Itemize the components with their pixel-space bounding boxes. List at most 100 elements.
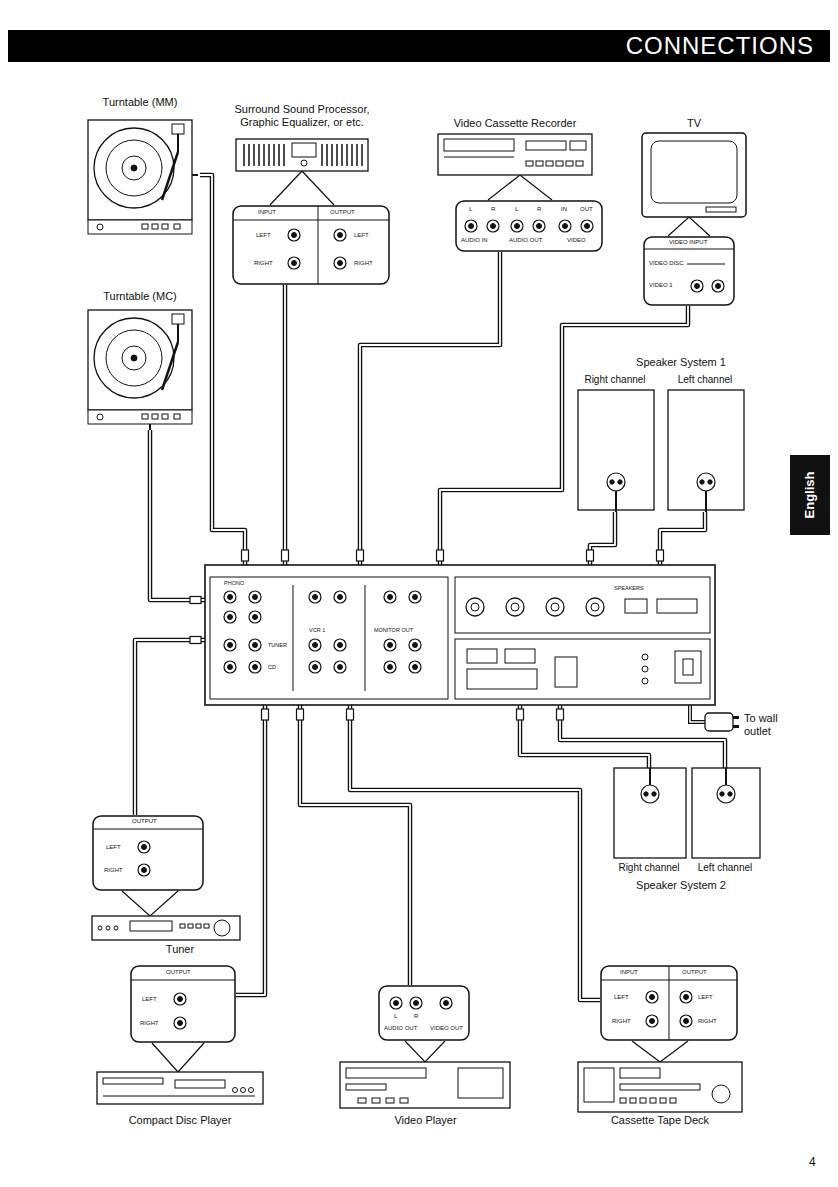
jack-label: VIDEO INPUT bbox=[669, 239, 707, 246]
device-label: Video Player bbox=[338, 1114, 513, 1127]
drawing-group bbox=[379, 986, 469, 1040]
rca-jack bbox=[533, 220, 545, 232]
device-label: Left channel bbox=[665, 374, 745, 386]
control-button bbox=[106, 926, 110, 930]
drawing-group bbox=[578, 390, 654, 512]
rca-jack bbox=[334, 661, 346, 673]
rca-jack bbox=[249, 661, 261, 673]
audio-cable bbox=[440, 306, 688, 565]
panel-outline bbox=[456, 201, 602, 251]
turntable-mc: Turntable (MC) bbox=[82, 290, 200, 430]
jack-label: PHONO bbox=[223, 580, 245, 586]
speaker-switch bbox=[625, 599, 647, 613]
jack-label: R bbox=[537, 206, 541, 213]
panel-divider bbox=[318, 206, 319, 284]
rca-jack bbox=[390, 997, 402, 1009]
control-button bbox=[372, 1098, 380, 1103]
jack-pin bbox=[413, 665, 418, 670]
jack-pin bbox=[313, 665, 318, 670]
drawing-group bbox=[692, 768, 760, 858]
terminal-post bbox=[728, 792, 732, 796]
cable-group bbox=[297, 705, 411, 985]
jack-pin bbox=[650, 1019, 655, 1024]
drawing-group bbox=[233, 206, 389, 284]
rca-jack bbox=[680, 1015, 692, 1027]
jack-pin bbox=[142, 845, 147, 850]
rca-jack bbox=[174, 1017, 186, 1029]
cable-stub bbox=[149, 424, 151, 430]
preset-button bbox=[196, 924, 201, 928]
eq-slider bbox=[341, 144, 343, 166]
disc-tray bbox=[103, 1078, 163, 1084]
drawing-group bbox=[340, 1062, 510, 1108]
jack-label: RIGHT bbox=[140, 1020, 159, 1027]
rca-jack bbox=[288, 229, 300, 241]
jack-pin bbox=[178, 997, 183, 1002]
language-tab-label: English bbox=[803, 472, 818, 519]
tonearm bbox=[162, 342, 178, 390]
cassette-deck: Cassette Tape Deck bbox=[575, 1058, 747, 1132]
rca-jack bbox=[249, 591, 261, 603]
cable-group bbox=[517, 705, 650, 768]
speaker-cabinet bbox=[692, 768, 760, 858]
jack-panel: OUTPUTLEFTRIGHT bbox=[130, 965, 236, 1043]
terminal-post bbox=[618, 480, 622, 484]
rca-jack bbox=[138, 841, 150, 853]
cable-group bbox=[236, 705, 269, 995]
terminal-post bbox=[610, 480, 614, 484]
rca-jack bbox=[224, 661, 236, 673]
turntable-mm-drawing bbox=[82, 96, 200, 242]
cable-stub bbox=[725, 768, 727, 785]
control-button bbox=[152, 414, 158, 419]
drawing-group bbox=[205, 565, 715, 705]
jack-pin bbox=[253, 615, 258, 620]
input-jack-panel bbox=[210, 577, 448, 699]
device-label: Cassette Tape Deck bbox=[575, 1114, 745, 1127]
drawing-group bbox=[438, 134, 592, 175]
rca-jack bbox=[559, 220, 571, 232]
rca-jack bbox=[309, 661, 321, 673]
rca-jack bbox=[224, 639, 236, 651]
device-label: Tuner bbox=[150, 943, 210, 956]
device-label: Compact Disc Player bbox=[95, 1114, 265, 1127]
jack-label: LEFT bbox=[106, 844, 121, 851]
control-button bbox=[546, 161, 553, 166]
jack-pin bbox=[469, 224, 474, 229]
jack-label: CD bbox=[267, 664, 277, 670]
device-label: Turntable (MC) bbox=[82, 290, 198, 303]
rca-jack bbox=[465, 220, 477, 232]
rca-plug bbox=[517, 709, 524, 720]
jack-panel-drawing bbox=[643, 236, 735, 306]
drawing-group bbox=[131, 966, 235, 1042]
rca-plug bbox=[297, 709, 304, 720]
preset-button bbox=[204, 924, 209, 928]
eq-slider bbox=[283, 144, 285, 166]
speaker-box: Right channel bbox=[575, 374, 657, 512]
jack-label: OUTPUT bbox=[166, 969, 191, 976]
jack-pin bbox=[444, 1001, 449, 1006]
jack-pin bbox=[338, 233, 343, 238]
panel-outline bbox=[131, 966, 235, 1042]
turntable-body bbox=[88, 310, 192, 410]
jack-label: OUTPUT bbox=[682, 969, 707, 976]
transport-button bbox=[670, 1098, 676, 1103]
tv-set: TV bbox=[636, 117, 754, 219]
eq-slider bbox=[273, 144, 275, 166]
jack-label: LEFT bbox=[614, 994, 629, 1001]
control-button bbox=[249, 1088, 254, 1093]
jack-label: L bbox=[469, 206, 472, 213]
device-label: Video Cassette Recorder bbox=[430, 117, 600, 130]
cable-core bbox=[300, 705, 410, 985]
control-knob bbox=[97, 224, 103, 230]
transport-button bbox=[660, 1098, 666, 1103]
callout-pointer bbox=[152, 1043, 204, 1072]
turntable-mm: Turntable (MM) bbox=[82, 96, 200, 242]
audio-cable bbox=[350, 705, 600, 1000]
speaker-cabinet bbox=[614, 768, 686, 858]
jack-pin bbox=[716, 284, 721, 289]
control-button bbox=[142, 414, 148, 419]
device-label: Surround Sound Processor, Graphic Equali… bbox=[222, 103, 382, 128]
audio-cable bbox=[150, 430, 205, 600]
drawing-group bbox=[644, 237, 734, 305]
jack-label: RIGHT bbox=[354, 260, 373, 267]
